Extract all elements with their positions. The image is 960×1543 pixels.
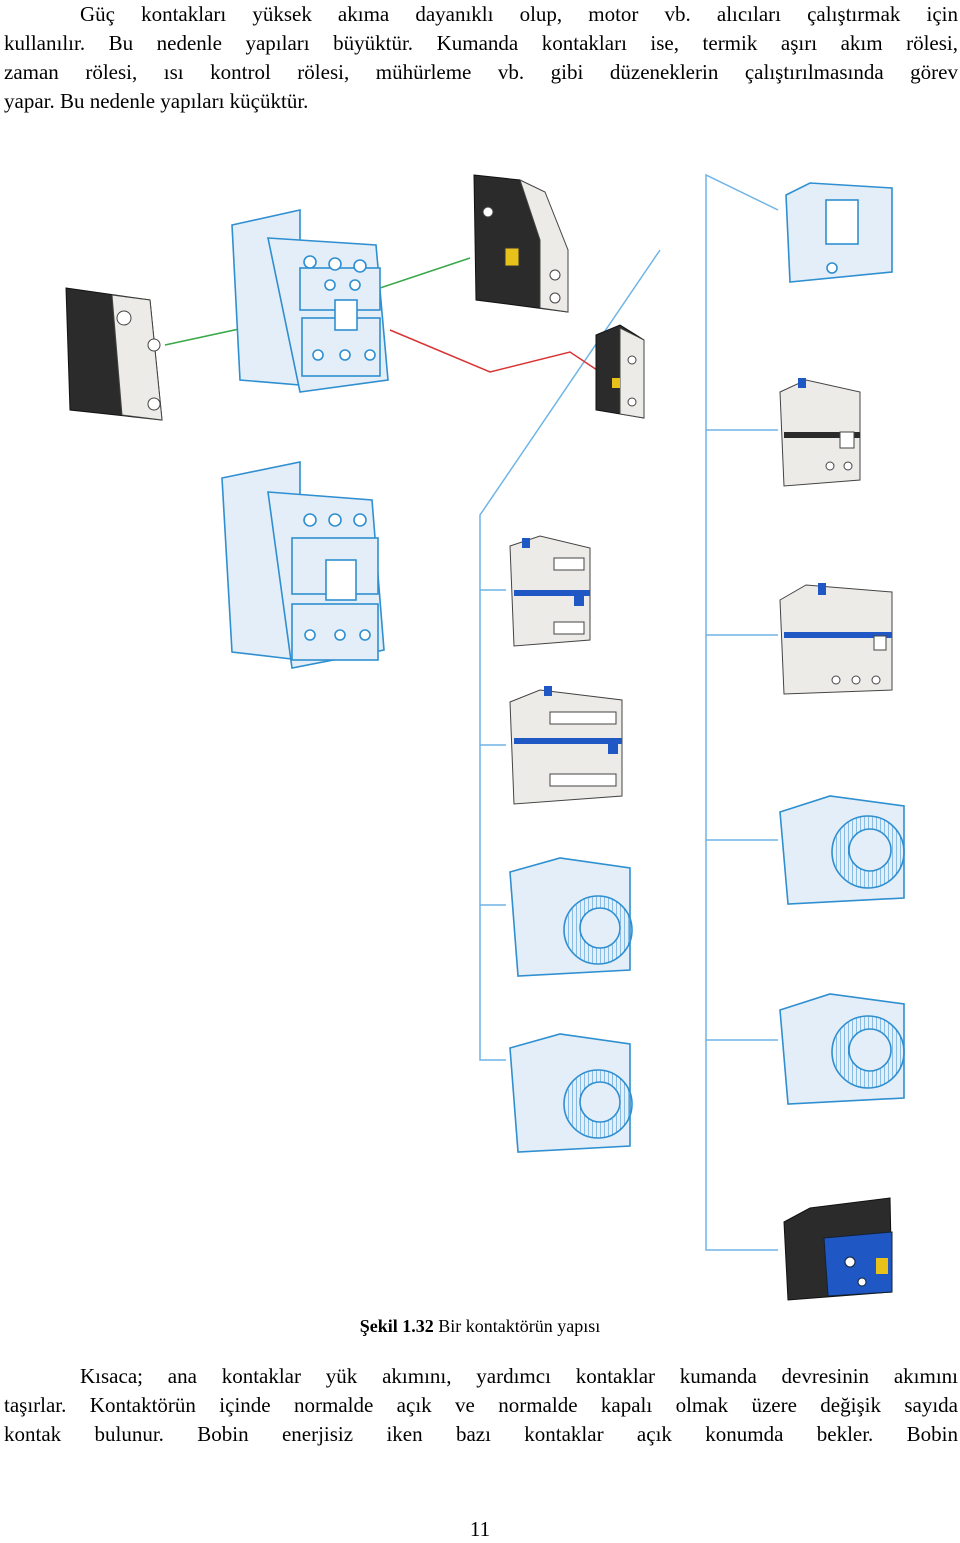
red-connection-line <box>389 329 601 373</box>
leader-line-left-trunk <box>479 249 661 1061</box>
front-aux-block-right-4-contacts <box>779 583 893 695</box>
page-number: 11 <box>469 1517 491 1541</box>
timer-block-left-1 <box>509 857 633 977</box>
front-aux-block-2-contacts <box>509 535 591 647</box>
contactor-structure-figure <box>65 173 905 1301</box>
bottom-paragraph: Kısaca; ana kontaklar yük akımını, yardı… <box>4 1362 958 1449</box>
paragraph-line: Kısaca; ana kontaklar yük akımını, yardı… <box>80 1364 958 1388</box>
paragraph-line: yapar. Bu nedenle yapıları küçüktür. <box>4 89 309 113</box>
top-paragraph: Güç kontakları yüksek akıma dayanıklı ol… <box>4 0 958 116</box>
side-mount-aux-block-dark <box>65 287 163 421</box>
top-cover-module-blueprint <box>785 182 893 283</box>
timer-block-right-1 <box>779 795 905 905</box>
small-aux-block-dark <box>595 324 645 419</box>
paragraph-line: taşırlar. Kontaktörün içinde normalde aç… <box>4 1393 958 1417</box>
figure-caption-text: Bir kontaktörün yapısı <box>438 1316 601 1336</box>
paragraph-line: Güç kontakları yüksek akıma dayanıklı ol… <box>80 2 958 26</box>
main-contactor-large <box>221 461 385 669</box>
paragraph-line: kullanılır. Bu nedenle yapıları büyüktür… <box>4 31 958 55</box>
timer-block-left-2 <box>509 1033 633 1153</box>
top-aux-contact-block-dark <box>473 174 569 313</box>
leader-lines <box>164 173 779 1251</box>
paragraph-line: zaman rölesi, ısı kontrol rölesi, mühürl… <box>4 60 958 84</box>
front-aux-block-4-contacts <box>509 686 623 805</box>
timer-block-right-2 <box>779 993 905 1105</box>
bottom-aux-block-dark-blue <box>783 1197 893 1301</box>
main-contactor-top <box>231 209 389 393</box>
figure-caption-label: Şekil 1.32 <box>359 1316 434 1336</box>
figure-caption: Şekil 1.32 Bir kontaktörün yapısı <box>0 1314 960 1338</box>
leader-line-right-trunk <box>705 173 779 1251</box>
paragraph-line: kontak bulunur. Bobin enerjisiz iken baz… <box>4 1422 958 1446</box>
front-aux-block-right-2-contacts <box>779 378 861 487</box>
